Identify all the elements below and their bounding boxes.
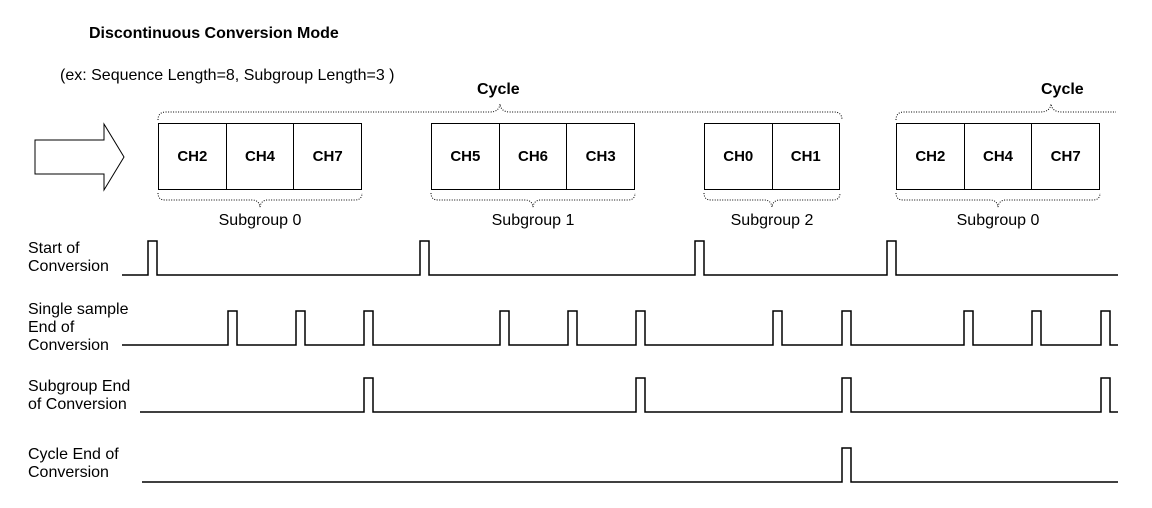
- diagram-subtitle: (ex: Sequence Length=8, Subgroup Length=…: [60, 67, 395, 84]
- cycle-label-1: Cycle: [477, 81, 520, 98]
- channel-cell: CH6: [498, 124, 567, 189]
- channel-cell: CH7: [293, 124, 361, 189]
- channel-cell: CH4: [225, 124, 294, 189]
- subgroup-box-2: CH0 CH1: [704, 123, 840, 190]
- channel-cell: CH0: [723, 148, 754, 165]
- channel-cell: CH5: [450, 148, 481, 165]
- subgroup-brace-0: [157, 192, 363, 208]
- channel-cell: CH2: [915, 148, 946, 165]
- signal-label-0: Start of Conversion: [28, 240, 109, 275]
- channel-cell: CH2: [177, 148, 208, 165]
- channel-cell: CH1: [771, 124, 840, 189]
- subgroup-label-3: Subgroup 0: [956, 212, 1040, 229]
- input-arrow-icon: [34, 122, 125, 192]
- signal-waveform-3: [142, 447, 1118, 483]
- cycle-brace-2: [895, 103, 1116, 121]
- signal-label-3: Cycle End of Conversion: [28, 446, 119, 481]
- cycle-label-2: Cycle: [1041, 81, 1084, 98]
- subgroup-label-1: Subgroup 1: [491, 212, 575, 229]
- signal-waveform-1: [122, 310, 1118, 346]
- signal-waveform-2: [140, 377, 1118, 413]
- subgroup-label-0: Subgroup 0: [218, 212, 302, 229]
- signal-label-2: Subgroup End of Conversion: [28, 378, 131, 413]
- signal-label-1: Single sample End of Conversion: [28, 301, 129, 354]
- channel-cell: CH7: [1031, 124, 1099, 189]
- cycle-brace-1: [157, 103, 843, 121]
- signal-waveform-0: [122, 240, 1118, 276]
- subgroup-brace-1: [430, 192, 636, 208]
- subgroup-label-2: Subgroup 2: [730, 212, 814, 229]
- subgroup-brace-3: [895, 192, 1101, 208]
- subgroup-brace-2: [703, 192, 841, 208]
- channel-cell: CH4: [963, 124, 1032, 189]
- channel-cell: CH3: [566, 124, 634, 189]
- diagram-title: Discontinuous Conversion Mode: [89, 25, 339, 42]
